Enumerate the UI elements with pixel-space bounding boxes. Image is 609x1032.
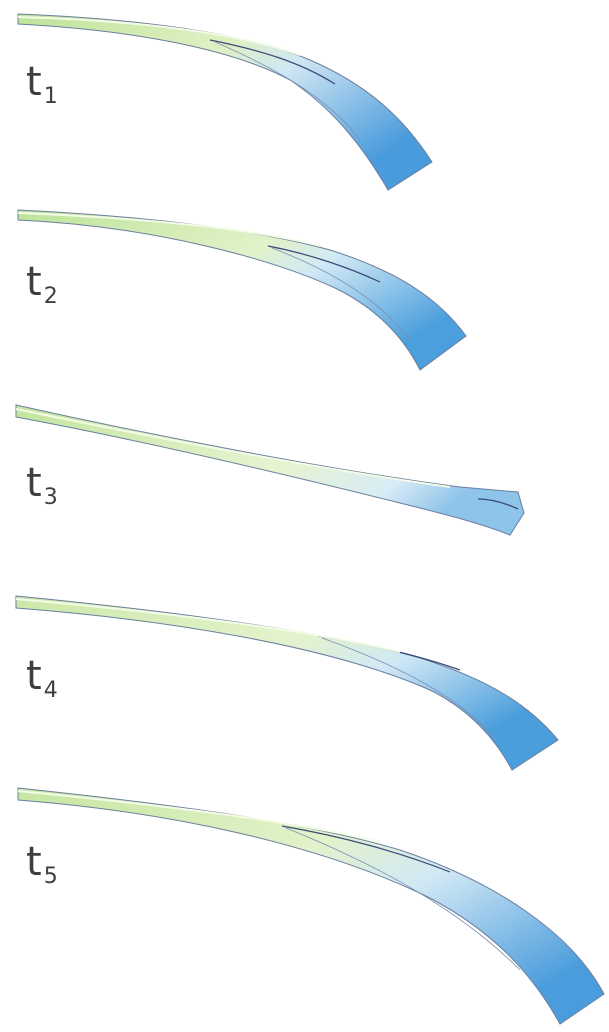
time-label-t1: t1 [26,62,58,102]
panel-t4: t4 [0,588,609,778]
time-label-t5: t5 [26,842,58,882]
time-label-t3: t3 [26,463,58,503]
bending-filament-t2 [0,200,609,390]
panel-t5: t5 [0,780,609,1032]
bending-filament-t1 [0,0,609,200]
time-label-t4: t4 [26,656,58,696]
panel-t2: t2 [0,200,609,390]
bending-filament-t4 [0,588,609,778]
bending-filament-t3 [0,395,609,555]
bending-filament-t5 [0,780,609,1032]
panel-t1: t1 [0,0,609,200]
panel-t3: t3 [0,395,609,555]
time-label-t2: t2 [26,262,58,302]
